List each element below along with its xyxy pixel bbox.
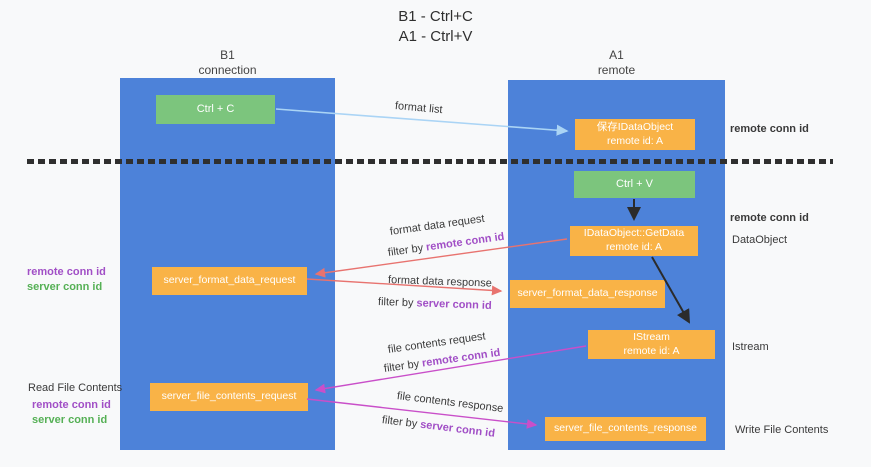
node-istream-line1: IStream [633,330,670,343]
node-format-request-label: server_format_data_request [163,274,296,287]
node-server-file-contents-response: server_file_contents_response [545,417,706,441]
diagram-title: B1 - Ctrl+C A1 - Ctrl+V [0,7,871,48]
remote-conn-id-text: remote conn id [425,230,506,254]
node-ctrl-c: Ctrl + C [156,95,275,124]
title-line-2: A1 - Ctrl+V [398,28,473,46]
lane-header-a1: A1 remote [508,48,725,78]
format-data-response-filter-label: filter by server conn id [378,296,492,312]
left-conn-id-group: remote conn id server conn id [27,265,106,295]
right-remote-conn-id-top: remote conn id [730,123,809,135]
file-contents-response-label: file contents response [396,390,504,415]
filter-by-text: filter by [383,357,423,375]
left2-remote-conn-id: remote conn id [32,399,111,411]
format-data-response-label: format data response [387,274,493,290]
right-remote-conn-id-mid: remote conn id [730,212,809,224]
left-conn-id-group-2: remote conn id server conn id [32,398,111,428]
remote-conn-id-text: remote conn id [421,346,502,370]
node-istream-line2: remote id: A [623,344,680,357]
node-save-idataobject-line1: 保存IDataObject [596,120,674,133]
format-list-label: format list [394,100,444,117]
write-file-contents-label: Write File Contents [735,424,829,436]
lane-b1-role: connection [198,63,257,77]
node-server-format-data-response: server_format_data_response [510,280,665,308]
left-server-conn-id: server conn id [27,281,103,293]
filter-by-text: filter by [381,414,421,431]
node-save-idataobject-line2: remote id: A [606,134,664,147]
server-conn-id-text: server conn id [416,297,492,312]
node-save-idataobject: 保存IDataObject remote id: A [575,119,695,150]
node-istream: IStream remote id: A [588,330,715,359]
node-getdata-line1: IDataObject::GetData [583,227,685,240]
filter-by-text: filter by [387,241,427,259]
node-ctrl-c-label: Ctrl + C [196,103,235,116]
lane-header-b1: B1 connection [120,48,335,78]
node-server-file-contents-request: server_file_contents_request [150,383,308,411]
dataobject-label: DataObject [732,234,788,246]
dashed-divider-line [27,159,833,164]
left-remote-conn-id: remote conn id [27,266,106,278]
node-idataobject-getdata: IDataObject::GetData remote id: A [570,226,698,256]
node-file-request-label: server_file_contents_request [161,390,297,403]
node-format-response-label: server_format_data_response [517,287,658,300]
node-ctrl-v-label: Ctrl + V [616,178,653,191]
node-getdata-line2: remote id: A [605,241,663,253]
file-contents-response-filter-label: filter by server conn id [381,414,495,440]
left2-server-conn-id: server conn id [32,414,108,426]
filter-by-text: filter by [377,296,417,310]
lane-a1-name: A1 [609,48,624,62]
node-ctrl-v: Ctrl + V [574,171,695,198]
node-server-format-data-request: server_format_data_request [152,267,307,295]
read-file-contents-label: Read File Contents [28,382,123,394]
title-line-1: B1 - Ctrl+C [398,8,473,25]
node-file-response-label: server_file_contents_response [553,422,697,435]
istream-side-label: Istream [732,341,769,353]
lane-a1-role: remote [597,63,636,77]
lane-b1-name: B1 [220,48,235,62]
server-conn-id-text: server conn id [419,418,496,440]
